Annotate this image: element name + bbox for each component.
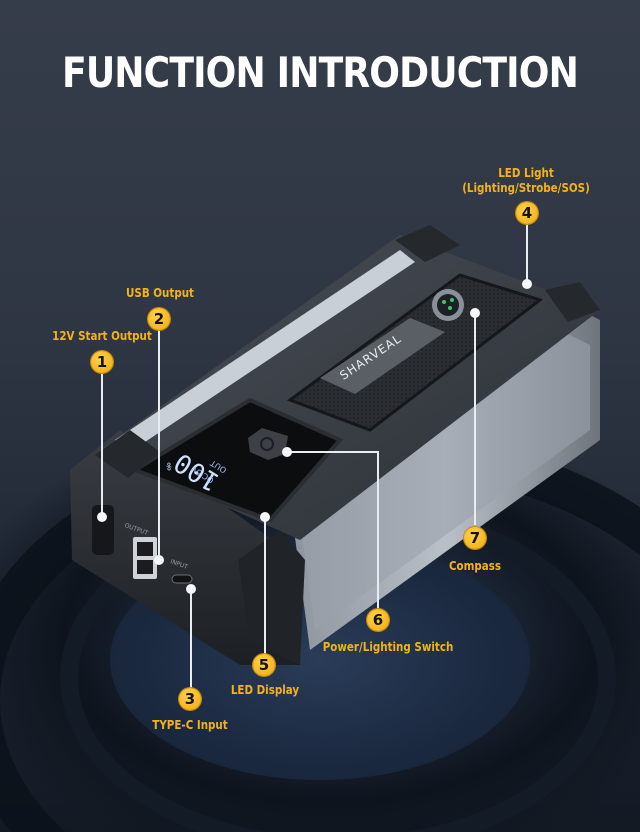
callout-label-typec-input: TYPE-C Input <box>152 718 228 732</box>
callout-label-led-light: LED Light <box>498 166 554 180</box>
callout-label-power-lighting-switch: Power/Lighting Switch <box>322 640 454 654</box>
callout-line-5 <box>264 520 266 655</box>
callout-badge-4: 4 <box>516 202 538 224</box>
callout-badge-1: 1 <box>91 351 113 373</box>
callout-badge-7: 7 <box>464 527 486 549</box>
callout-point-4 <box>522 279 532 289</box>
callout-line-3 <box>190 590 192 688</box>
callout-point-3 <box>186 584 196 594</box>
callout-point-7 <box>470 308 480 318</box>
callout-point-6 <box>282 447 292 457</box>
callout-label-compass: Compass <box>448 559 502 573</box>
callout-label-12v-start-output: 12V Start Output <box>52 329 152 343</box>
page-title: FUNCTION INTRODUCTION <box>62 48 579 97</box>
callout-label-led-light-modes: (Lighting/Strobe/SOS) <box>462 181 590 195</box>
callout-badge-3: 3 <box>179 688 201 710</box>
callout-line-4 <box>526 224 528 284</box>
callout-line-1 <box>101 373 103 517</box>
callout-line-6-horizontal <box>287 451 379 453</box>
callout-badge-5: 5 <box>253 654 275 676</box>
callout-point-2 <box>154 555 164 565</box>
callout-line-7 <box>474 315 476 525</box>
callout-line-2 <box>158 330 160 560</box>
callout-line-6-vertical <box>377 451 379 609</box>
callout-label-usb-output: USB Output <box>126 286 194 300</box>
callout-badge-2: 2 <box>148 308 170 330</box>
callout-point-5 <box>260 512 270 522</box>
callout-point-1 <box>97 512 107 522</box>
callout-badge-6: 6 <box>367 609 389 631</box>
callout-label-led-display: LED Display <box>230 683 300 697</box>
